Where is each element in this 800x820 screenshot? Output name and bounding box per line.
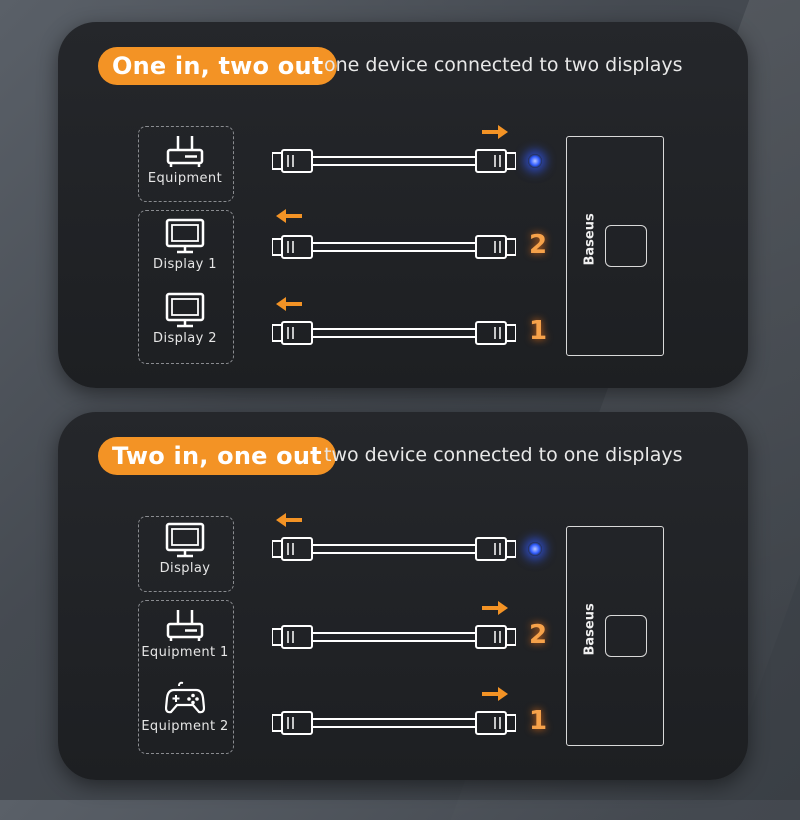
port-number: 1 [528, 316, 548, 346]
panel-two-in-one-out: Two in, one out two device connected to … [58, 412, 748, 780]
port-number: 2 [528, 620, 548, 650]
switch-brand-label: Baseus [582, 213, 598, 266]
output-device-box [138, 210, 234, 364]
hdmi-cable-icon [272, 235, 516, 259]
status-led [528, 542, 542, 556]
status-led [528, 154, 542, 168]
panel-one-in-two-out: One in, two out one device connected to … [58, 22, 748, 388]
device-display-1: Display 1 [138, 218, 232, 272]
hdmi-switch-device: Baseus [566, 136, 664, 356]
device-label: Equipment 1 [141, 645, 229, 660]
monitor-icon [165, 522, 205, 558]
hdmi-cable-icon [272, 625, 516, 649]
device-display-2: Display 2 [138, 292, 232, 346]
output-device-box [138, 516, 234, 592]
section-title-pill: One in, two out [98, 47, 338, 85]
device-display: Display [138, 522, 232, 576]
hdmi-cable-icon [272, 537, 516, 561]
router-icon [166, 610, 204, 641]
device-equipment: Equipment [138, 134, 232, 186]
input-device-box [138, 600, 234, 754]
input-device-box [138, 126, 234, 202]
port-number: 2 [528, 230, 548, 260]
monitor-icon [165, 292, 205, 328]
section-title-pill: Two in, one out [98, 437, 336, 475]
device-equipment-1: Equipment 1 [138, 608, 232, 660]
device-label: Equipment [147, 171, 223, 186]
hdmi-cable-icon [272, 711, 516, 735]
hdmi-cable-icon [272, 149, 516, 173]
switch-button [605, 225, 647, 267]
section-subtitle: one device connected to two displays [324, 54, 683, 76]
gamepad-icon [165, 681, 205, 714]
arrow-right-icon [482, 125, 508, 139]
monitor-icon [165, 218, 205, 254]
section-subtitle: two device connected to one displays [324, 444, 683, 466]
arrow-right-icon [482, 687, 508, 701]
hdmi-switch-device: Baseus [566, 526, 664, 746]
arrow-right-icon [482, 601, 508, 615]
device-label: Display [159, 561, 211, 576]
hdmi-cable-icon [272, 321, 516, 345]
device-label: Equipment 2 [141, 719, 229, 734]
device-label: Display 2 [153, 331, 217, 346]
device-label: Display 1 [153, 257, 217, 272]
arrow-left-icon [276, 209, 302, 223]
port-number: 1 [528, 706, 548, 736]
arrow-left-icon [276, 297, 302, 311]
switch-brand-label: Baseus [582, 603, 598, 656]
device-equipment-2: Equipment 2 [138, 680, 232, 734]
switch-button [605, 615, 647, 657]
router-icon [166, 136, 204, 167]
arrow-left-icon [276, 513, 302, 527]
